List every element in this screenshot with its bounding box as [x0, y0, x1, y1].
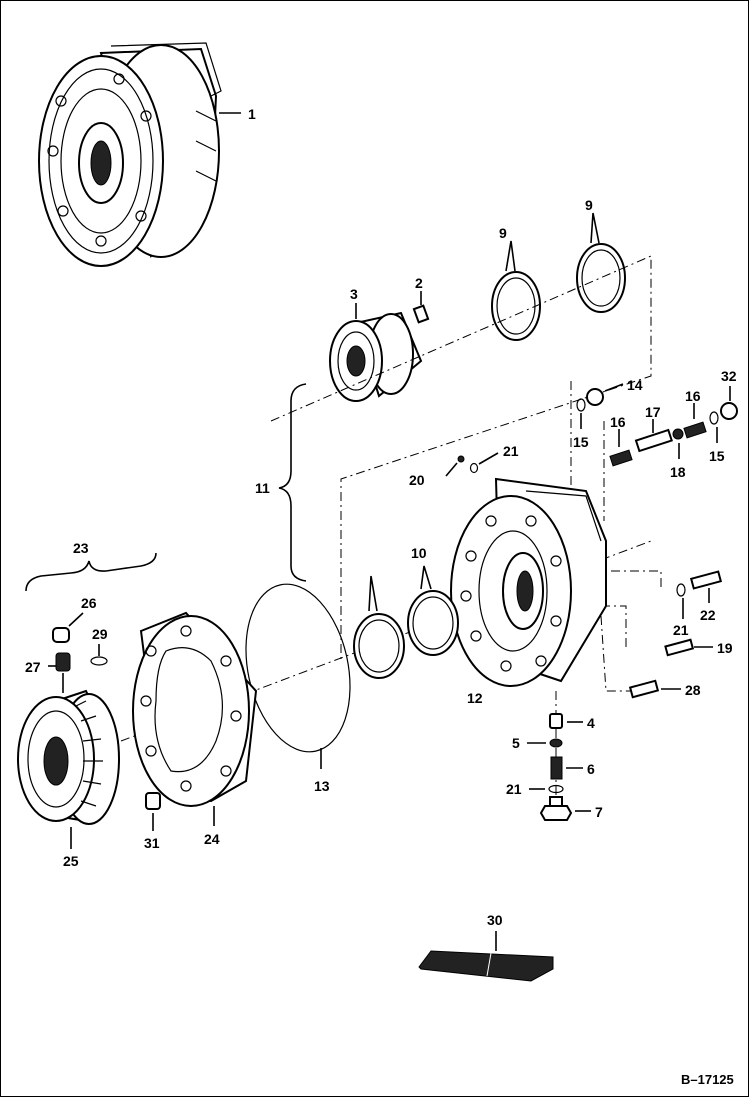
part-29-ring	[90, 644, 108, 666]
callout-16b: 16	[685, 388, 701, 404]
bracket-11	[278, 383, 307, 582]
callout-24: 24	[204, 831, 220, 847]
callout-1: 1	[248, 106, 256, 122]
callout-20: 20	[409, 472, 425, 488]
part-30-decal	[418, 931, 554, 982]
part-22-bolt	[689, 570, 723, 603]
part-28-bolt	[628, 679, 681, 699]
callout-10: 10	[411, 545, 427, 561]
part-14-plug	[586, 383, 624, 406]
callout-9a: 9	[499, 225, 507, 241]
callout-31: 31	[144, 835, 160, 851]
part-18-ring	[672, 428, 684, 459]
part-9-ring-a	[491, 240, 541, 341]
part-21-oring-c	[529, 784, 564, 794]
callout-14: 14	[627, 377, 643, 393]
callout-25: 25	[63, 853, 79, 869]
part-26-pin	[52, 612, 84, 643]
part-21-oring-b	[676, 583, 686, 619]
callout-6: 6	[587, 761, 595, 777]
part-3-bearing	[329, 303, 423, 402]
callout-18: 18	[670, 464, 686, 480]
callout-16a: 16	[610, 414, 626, 430]
callout-labels: 1 2 3 4 5 6 7 9 9 10 11 12 13 14 15 15 1…	[25, 106, 737, 928]
part-15-oring-a	[576, 398, 586, 429]
part-17-spool	[634, 419, 673, 453]
callout-9b: 9	[585, 197, 593, 213]
callout-21c: 21	[506, 781, 522, 797]
callout-21b: 21	[673, 622, 689, 638]
callout-29: 29	[92, 626, 108, 642]
callout-23: 23	[73, 540, 89, 556]
assembly-lines	[120, 255, 662, 811]
part-7-plug	[539, 796, 591, 821]
callout-17: 17	[645, 404, 661, 420]
callout-3: 3	[350, 286, 358, 302]
callout-15b: 15	[709, 448, 725, 464]
part-20-ball	[445, 455, 465, 477]
callout-13: 13	[314, 778, 330, 794]
part-19-bolt	[664, 638, 713, 657]
callout-19: 19	[717, 640, 733, 656]
callout-2: 2	[415, 275, 423, 291]
part-9-ring-b	[576, 212, 626, 313]
callout-12: 12	[467, 690, 483, 706]
part-16-spring-a	[609, 429, 633, 467]
callout-28: 28	[685, 682, 701, 698]
part-4-plug	[549, 713, 583, 729]
callout-7: 7	[595, 804, 603, 820]
callout-11: 11	[255, 480, 270, 496]
callout-5: 5	[512, 735, 520, 751]
callout-27: 27	[25, 659, 41, 675]
part-27-roller	[48, 652, 71, 693]
part-16-spring-b	[683, 403, 707, 439]
bracket-23	[25, 552, 157, 592]
part-24-gerotor	[132, 611, 258, 826]
part-2-pin	[412, 291, 430, 324]
part-32-plug	[720, 386, 738, 420]
callout-21a: 21	[503, 443, 519, 459]
part-15-oring-b	[709, 411, 719, 443]
callout-26: 26	[81, 595, 97, 611]
reference-number: B–17125	[681, 1072, 734, 1087]
part-1-motor-assembly	[38, 42, 241, 267]
part-13-seal	[245, 583, 351, 769]
part-25-wheel	[17, 689, 120, 849]
callout-22: 22	[700, 607, 716, 623]
part-12-housing	[450, 477, 607, 687]
part-31-pin	[145, 792, 161, 831]
part-21-oring-a	[469, 452, 499, 474]
callout-32: 32	[721, 368, 737, 384]
part-5-ball	[527, 738, 563, 748]
part-10-rings	[353, 565, 459, 679]
callout-15a: 15	[573, 434, 589, 450]
callout-4: 4	[587, 715, 595, 731]
callout-30: 30	[487, 912, 503, 928]
part-6-spring	[550, 756, 583, 780]
